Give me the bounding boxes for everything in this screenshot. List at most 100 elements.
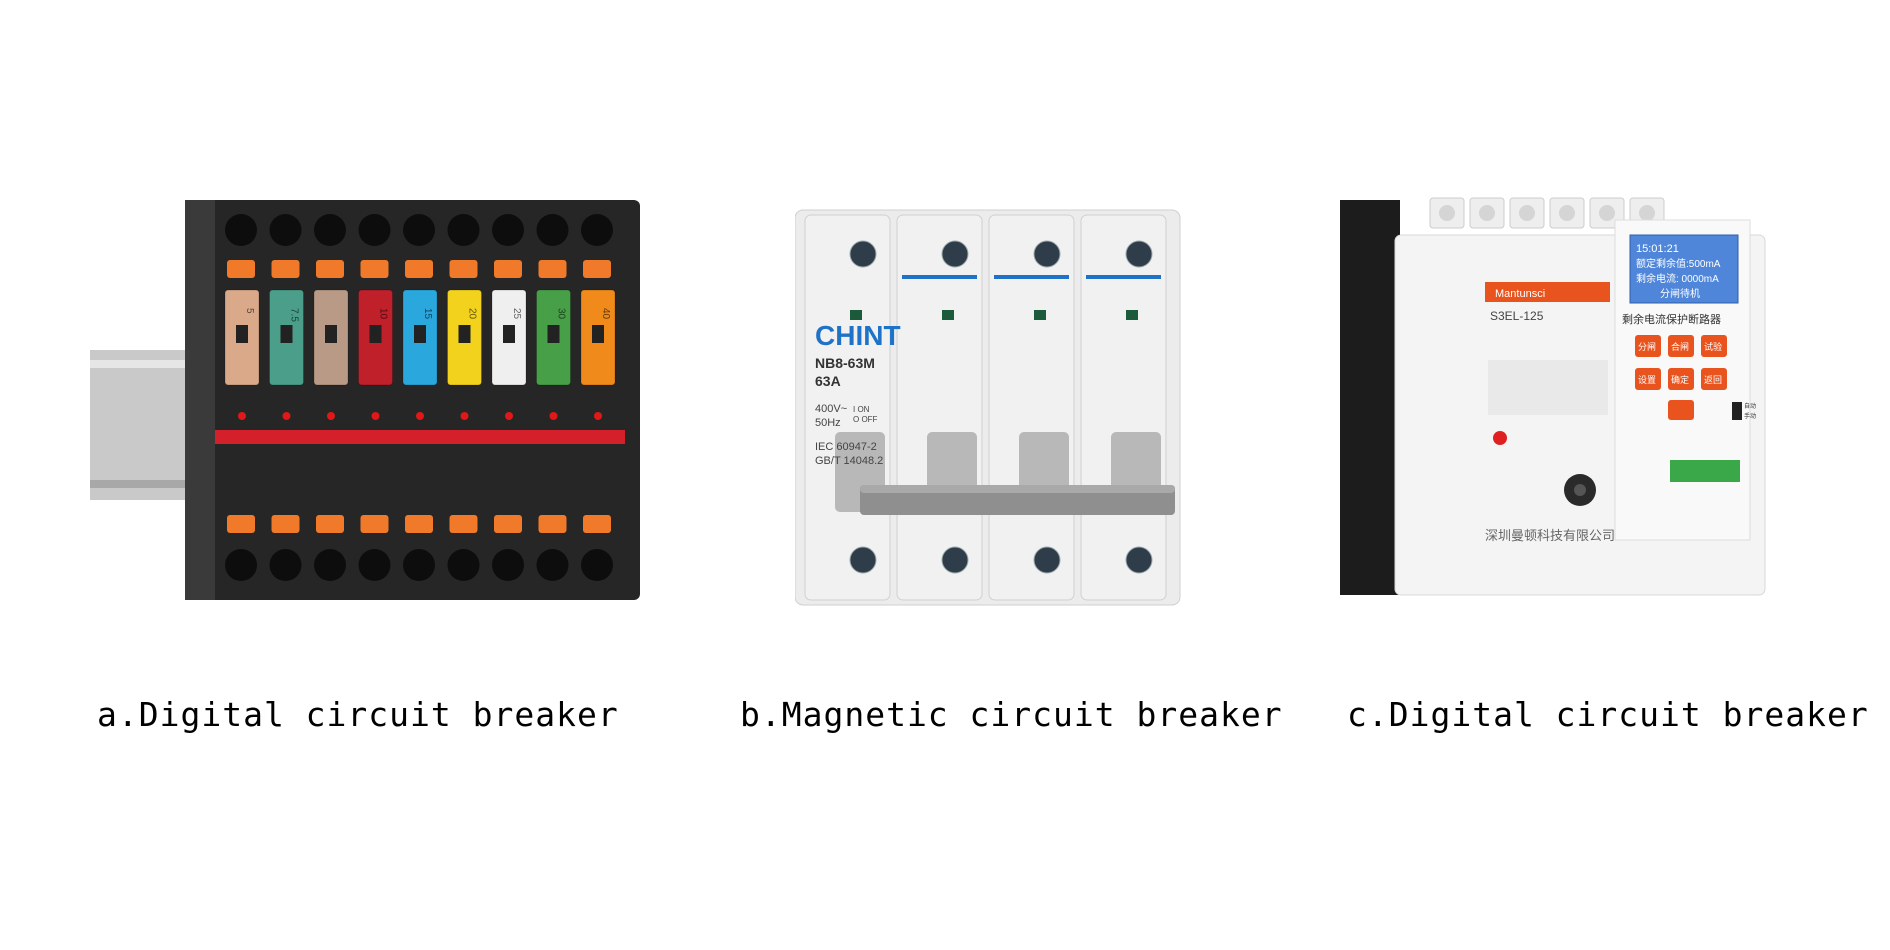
top-screw-hole [536,214,569,246]
top-screw-hole [314,214,346,246]
top-screw-hole [492,214,524,246]
status-led [505,412,513,420]
top-release-tab [494,260,522,278]
arrow-down-button [1668,400,1694,420]
pole [988,214,1075,601]
mcb-frequency: 50Hz [815,417,841,429]
control-button-label: 合闸 [1671,341,1689,352]
blue-stripe [902,275,977,279]
mcb-illustration: CHINT NB8-63M 63A 400V~ 50Hz I ON O OFF … [794,209,1181,606]
mcb-voltage: 400V~ [815,403,847,415]
lcd-line-4: 分闸待机 [1660,287,1700,300]
mcb-standard-1: IEC 60947-2 [815,441,877,453]
terminal-hole [1599,205,1615,221]
top-screw [1033,240,1061,268]
bottom-screw-hole [314,549,346,581]
mcb-on-label: I ON [853,405,870,414]
bottom-screw-hole [447,549,480,581]
top-screw [941,240,969,268]
mode-switch [1732,402,1742,420]
top-release-tab [271,260,300,278]
control-button [1668,335,1694,357]
rcd-brand: Mantunsci [1495,288,1545,300]
mode-label-manual: 手动 [1744,412,1756,420]
fuse-rating-label: 7.5 [289,308,300,322]
top-screw-hole [358,214,391,246]
din-rail [90,350,195,500]
status-led [282,412,291,420]
bottom-screw-hole [403,549,435,581]
top-screw-hole [225,214,257,246]
bottom-release-tab [360,515,389,533]
terminal-hole [1559,205,1575,221]
pole [1080,214,1167,601]
top-release-tab [538,260,567,278]
bottom-screw-hole [269,549,302,581]
test-indicator [1493,431,1507,445]
control-button [1701,368,1727,390]
top-screw-hole [403,214,435,246]
rcd-company: 深圳曼顿科技有限公司 [1485,528,1615,543]
mode-label-auto: 自动 [1744,402,1756,410]
rcd-product-name: 剩余电流保护断路器 [1622,312,1721,326]
bottom-screw-hole [536,549,569,581]
terminal-hole [1439,205,1455,221]
mcb-off-label: O OFF [853,415,878,424]
lcd-display [1629,234,1739,304]
control-button-label: 试验 [1704,341,1722,352]
bottom-screw-hole [358,549,391,581]
top-release-tab [360,260,389,278]
top-screw [1125,240,1153,268]
status-led [594,412,602,420]
fuse-rating-label: 10 [378,308,389,320]
control-button-label: 确定 [1671,374,1689,385]
busbar [215,430,625,444]
fuse-rating-label: 15 [422,308,433,320]
status-led [327,412,335,420]
bottom-release-tab [583,515,611,533]
caption-b: b.Magnetic circuit breaker [740,695,1283,734]
lcd-line-2: 额定剩余值:500mA [1636,257,1721,270]
bottom-release-tab [405,515,433,533]
fuse-rating-label: 20 [467,308,478,320]
fuse-rating-label: 25 [511,308,522,320]
top-screw-hole [269,214,302,246]
mcb-standard-2: GB/T 14048.2 [815,455,883,467]
status-led [238,412,246,420]
panel-b-image: CHINT NB8-63M 63A 400V~ 50Hz I ON O OFF … [794,200,1195,610]
blue-stripe [994,275,1069,279]
status-led [416,412,424,420]
top-screw-hole [581,214,613,246]
top-release-tab [583,260,611,278]
bottom-screw-hole [492,549,524,581]
status-window [1126,310,1138,320]
terminal-hole [1479,205,1495,221]
caption-a: a.Digital circuit breaker [97,695,619,734]
fuse-rating-label: 40 [600,308,611,320]
status-window [942,310,954,320]
mcb-model: NB8-63M [815,355,875,371]
rcd-illustration: Mantunsci S3EL-125 深圳曼顿科技有限公司 15:01:21 额… [1340,197,1766,596]
status-window [850,310,862,320]
panel-c-image: Mantunsci S3EL-125 深圳曼顿科技有限公司 15:01:21 额… [1340,190,1770,610]
blue-stripe [1086,275,1161,279]
bottom-screw-hole [581,549,613,581]
bottom-release-tab [271,515,300,533]
bottom-release-tab [316,515,344,533]
bottom-screw-hole [225,549,257,581]
caption-c: c.Digital circuit breaker [1347,695,1869,734]
control-button [1701,335,1727,357]
control-button [1635,335,1661,357]
control-button-label: 分闸 [1638,342,1656,352]
top-release-tab [316,260,344,278]
bottom-screw [1125,546,1153,574]
fuse-rating-label: 5 [244,308,255,314]
lcd-line-3: 剩余电流: 0000mA [1636,272,1719,285]
control-button-label: 返回 [1704,374,1722,385]
control-button [1668,368,1694,390]
top-screw-hole [447,214,480,246]
status-led [371,412,380,420]
status-led [460,412,469,420]
